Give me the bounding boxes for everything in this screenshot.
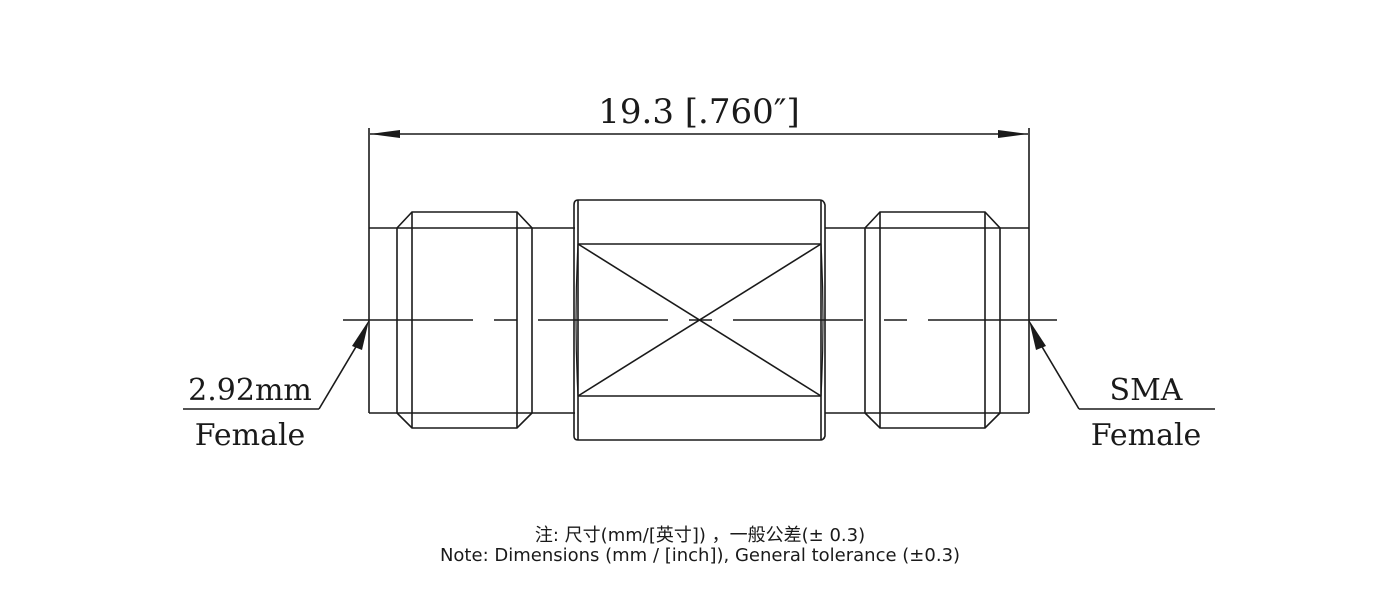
- right-leader: [1029, 320, 1215, 410]
- right-connector-type-label: SMA: [1110, 373, 1183, 408]
- right-connector-gender-label: Female: [1091, 418, 1202, 453]
- left-connector-type-label: 2.92mm: [188, 373, 312, 408]
- overall-dimension-line: [368, 128, 1030, 228]
- note-chinese: 注: 尺寸(mm/[英寸]) ，一般公差(± 0.3): [534, 525, 866, 546]
- center-hex-body: [573, 199, 826, 441]
- right-connector-body: [825, 211, 1030, 429]
- note-english: Note: Dimensions (mm / [inch]), General …: [439, 545, 961, 566]
- left-connector-gender-label: Female: [195, 418, 306, 453]
- overall-dimension-label: 19.3 [.760″]: [598, 92, 799, 132]
- left-leader: [183, 320, 369, 410]
- left-connector-body: [368, 211, 575, 429]
